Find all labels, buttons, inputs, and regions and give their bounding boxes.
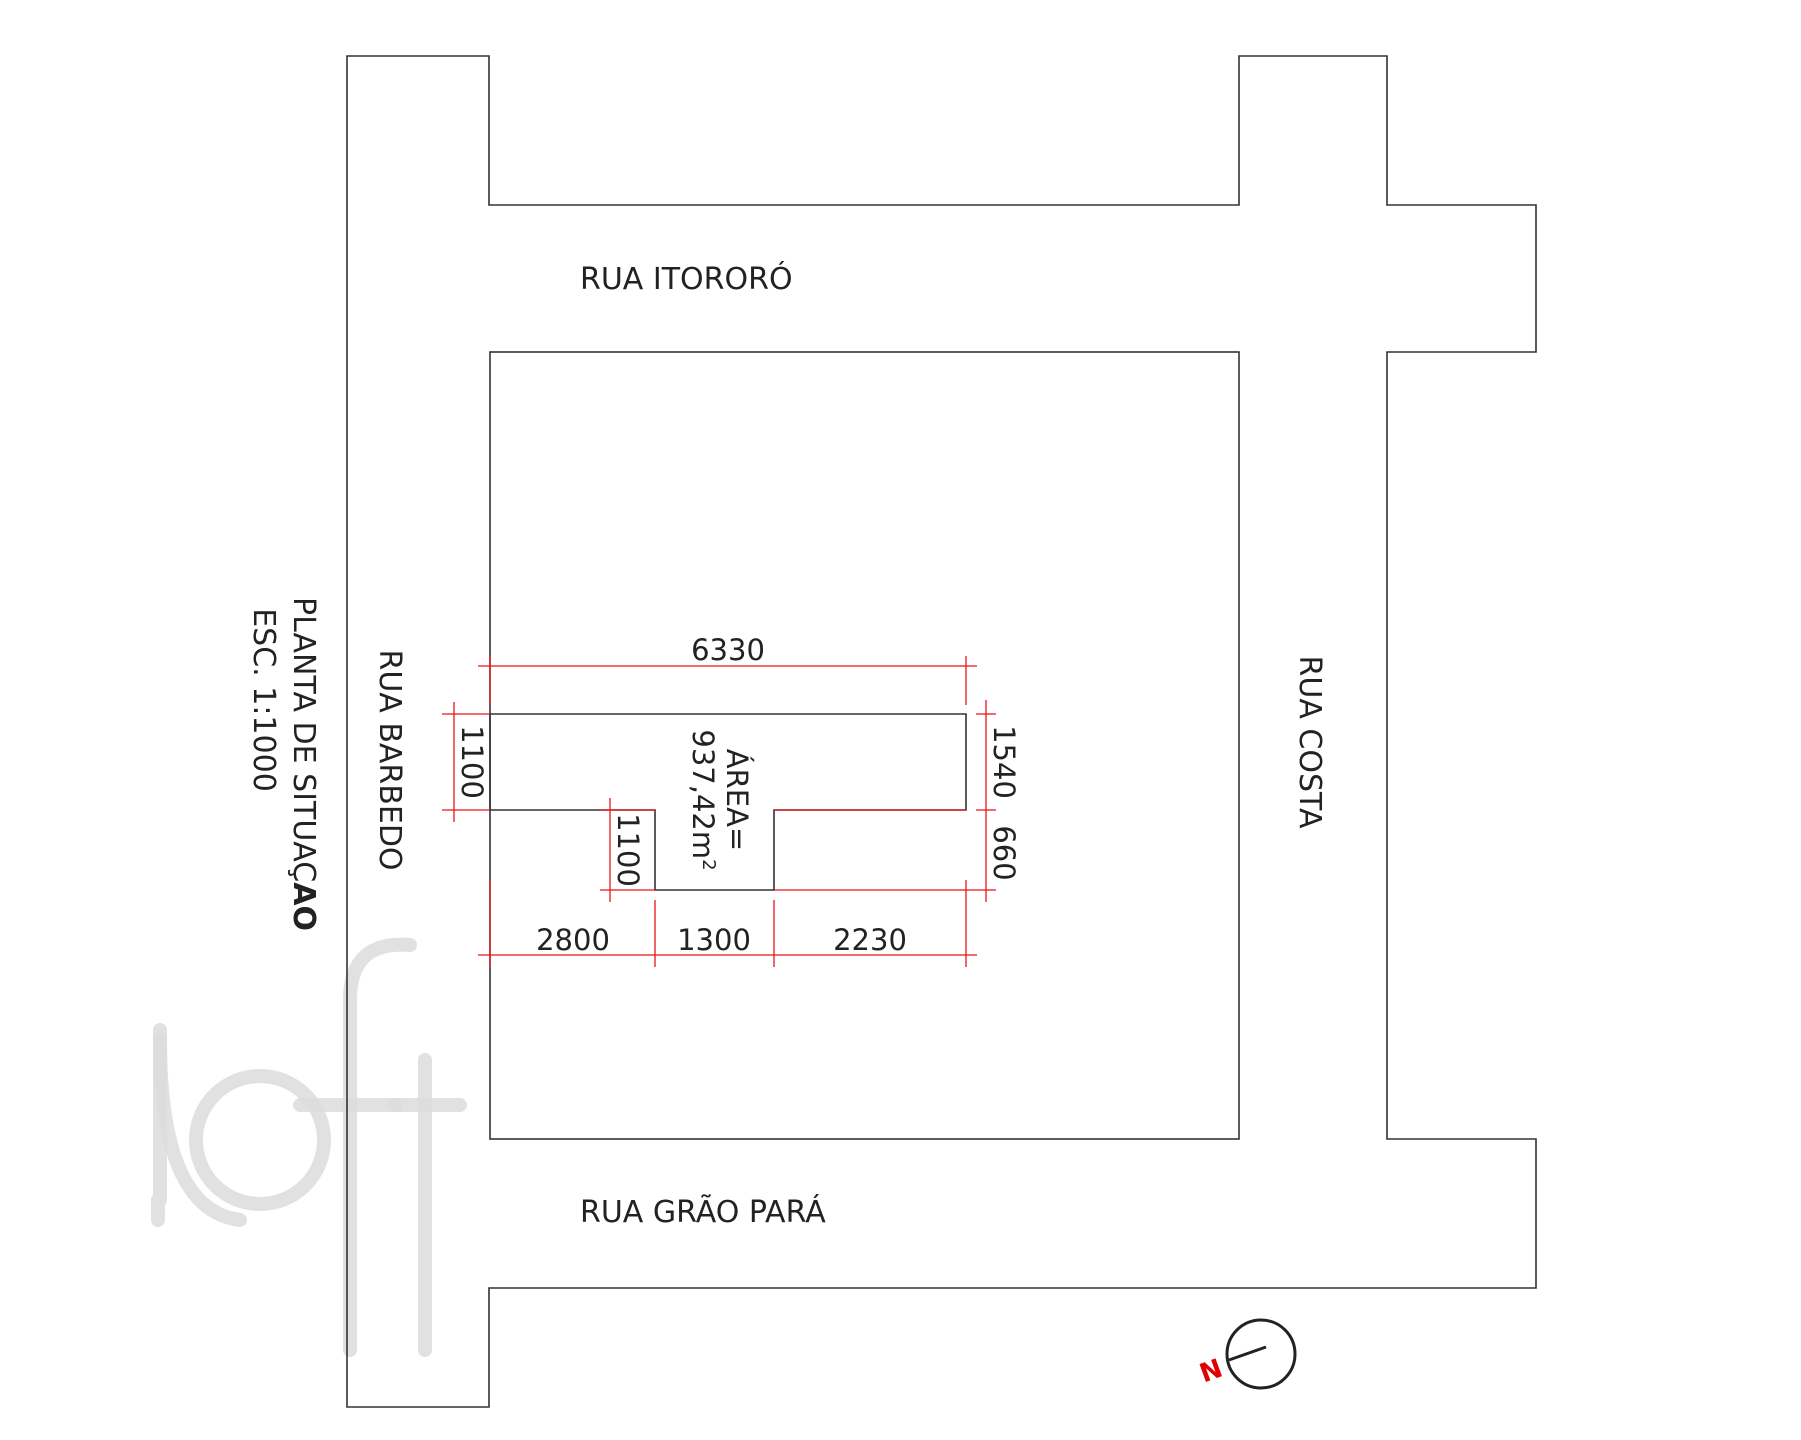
dim-bottom-1: 2800 (536, 923, 610, 957)
dimension-lines (442, 656, 996, 967)
area-unit-superscript: 2 (698, 859, 719, 870)
street-name-south: RUA GRÃO PARÁ (580, 1194, 826, 1230)
drawing-title-bold: AO (286, 882, 321, 931)
street-name-east: RUA COSTA (1292, 656, 1327, 829)
drawing-scale: ESC. 1:1000 (246, 608, 281, 792)
dim-notch: 1100 (611, 813, 645, 887)
street-name-west: RUA BARBEDO (372, 649, 407, 870)
drawing-title-main: PLANTA DE SITUAÇ (286, 597, 321, 882)
area-number: 937,42m (686, 729, 720, 859)
street-outer-outline (346, 55, 1537, 1408)
street-name-north: RUA ITORORÓ (580, 260, 793, 297)
area-value: 937,42m2 (686, 729, 720, 870)
area-label: ÁREA= (720, 749, 754, 851)
north-arrow-icon: N (1196, 1318, 1297, 1390)
drawing-title: PLANTA DE SITUAÇAO (286, 597, 321, 931)
north-letter: N (1196, 1354, 1227, 1390)
dim-right-upper: 1540 (987, 725, 1021, 799)
dim-top: 6330 (691, 633, 765, 667)
dim-left: 1100 (455, 725, 489, 799)
loft-watermark (151, 937, 467, 1357)
city-block-outline (489, 351, 1240, 1140)
dim-bottom-3: 2230 (833, 923, 907, 957)
dim-right-lower: 660 (987, 825, 1021, 880)
dim-bottom-2: 1300 (677, 923, 751, 957)
